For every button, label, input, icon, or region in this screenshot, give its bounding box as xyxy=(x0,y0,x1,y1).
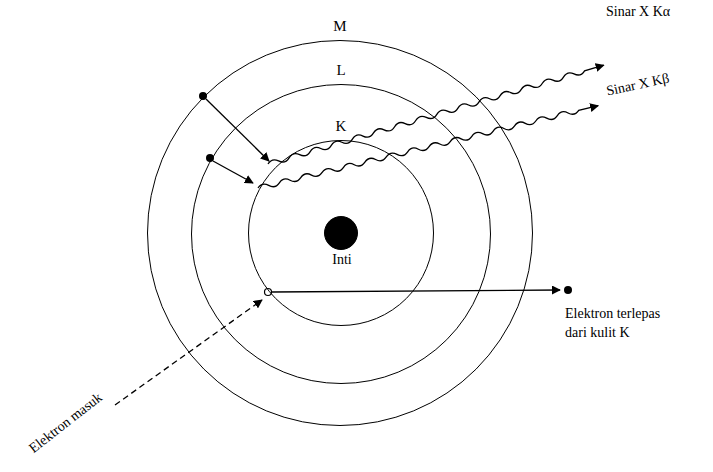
xray-wave xyxy=(267,63,604,167)
transition-arrow xyxy=(206,99,269,161)
electron-vacancy xyxy=(265,289,272,296)
xray-label: Sinar X Kβ xyxy=(605,70,671,102)
nucleus-label: Inti xyxy=(312,252,372,269)
shell-circle: KInti xyxy=(248,140,434,326)
incoming-electron-path xyxy=(115,300,262,405)
ejected-electron xyxy=(564,286,572,294)
electron-label: Elektron masuk xyxy=(26,389,107,458)
shell-label: K xyxy=(249,117,433,135)
shell-circle: LKInti xyxy=(191,84,491,384)
shell-circle: MLKInti xyxy=(147,40,533,426)
transition-arrow xyxy=(213,161,253,183)
electron-dot xyxy=(199,92,207,100)
ejected-electron-path xyxy=(272,290,560,292)
nucleus: Inti xyxy=(324,216,358,250)
electron-dot xyxy=(206,154,214,162)
xray-label: Sinar X Kα xyxy=(606,3,670,22)
shell-label: L xyxy=(192,61,490,79)
shell-label: M xyxy=(148,17,532,35)
xray-wave xyxy=(257,103,598,190)
electron-label: Elektron terlepas dari kulit K xyxy=(565,305,685,343)
